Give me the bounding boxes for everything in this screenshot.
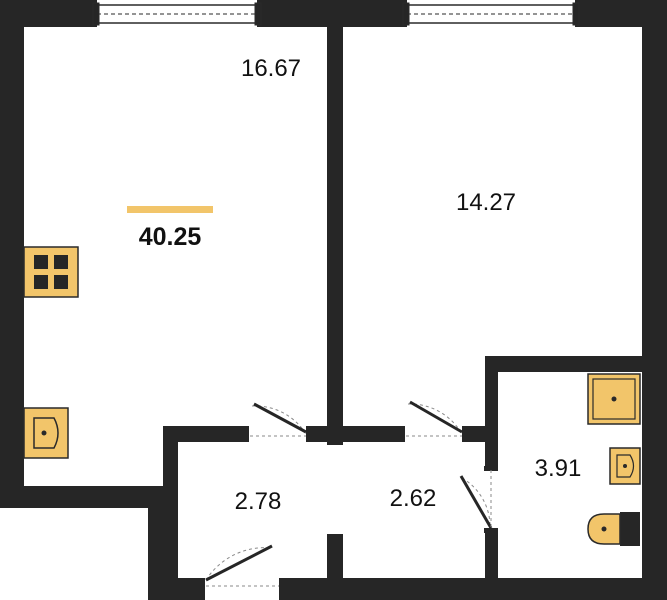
- shower-tray-icon: [587, 373, 641, 425]
- room-area-bathroom: 3.91: [535, 455, 582, 482]
- window-left-jamb-r: [254, 2, 262, 26]
- toilet-icon: [587, 512, 640, 546]
- wall-top-mid: [257, 0, 407, 27]
- door-kitchen: [244, 402, 311, 442]
- stove-icon: [23, 246, 79, 298]
- wall-bath-left-upper: [485, 356, 498, 468]
- washbasin-icon: [609, 447, 641, 485]
- room-area-hall: 2.78: [235, 488, 282, 515]
- total-area-label: 40.25: [139, 223, 202, 251]
- door-icon: [199, 400, 498, 600]
- wall-hall-top-drop: [163, 426, 178, 508]
- room-area-bedroom: 14.27: [456, 189, 516, 216]
- window-left-jamb-l: [92, 2, 100, 26]
- window-right-jamb-r: [572, 2, 580, 26]
- wall-bath-left-lower: [485, 532, 498, 600]
- wall-hall-top-left: [163, 426, 246, 442]
- window-right-jamb-l: [402, 2, 410, 26]
- room-area-corridor: 2.62: [390, 485, 437, 512]
- wall-bottom-left: [148, 578, 202, 600]
- kitchen-sink-icon: [23, 407, 69, 459]
- wall-right: [642, 0, 667, 600]
- door-entrance: [199, 544, 285, 600]
- wall-hall-stub: [327, 534, 343, 600]
- door-bathroom: [459, 466, 498, 533]
- room-area-kitchen-living: 16.67: [241, 55, 301, 82]
- door-bedroom: [400, 400, 467, 442]
- wall-kitchen-bottom: [0, 486, 178, 508]
- wall-bottom-right: [282, 578, 667, 600]
- window-icon: [92, 2, 580, 26]
- total-area-accent: [127, 206, 213, 213]
- wall-partition: [327, 27, 343, 445]
- wall-left: [0, 0, 24, 508]
- wall-hall-top-center: [310, 426, 402, 442]
- wall-bath-top: [485, 356, 667, 372]
